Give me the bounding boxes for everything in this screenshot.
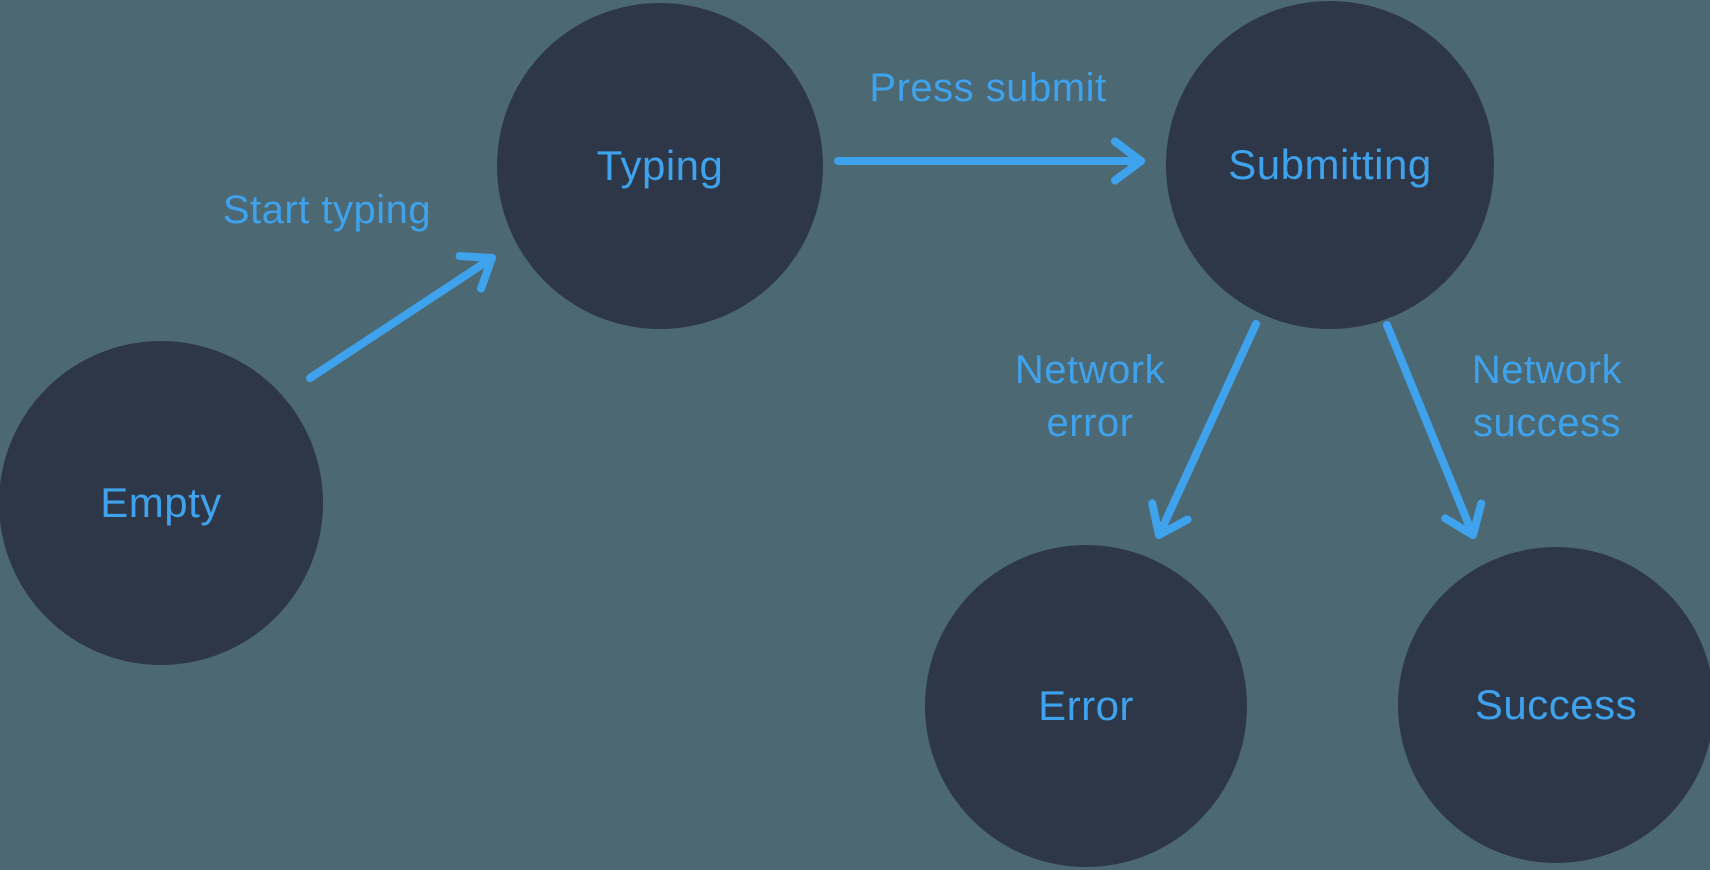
state-node-empty: Empty (0, 341, 323, 665)
state-node-submitting: Submitting (1166, 1, 1494, 329)
arrow-submitting-to-error (1148, 320, 1260, 540)
state-node-error: Error (925, 545, 1247, 867)
transition-label-network-success: Network success (1471, 348, 1623, 445)
transition-label-start-typing: Start typing (222, 188, 432, 232)
state-label-empty: Empty (100, 479, 222, 526)
state-node-success: Success (1398, 547, 1710, 863)
state-label-success: Success (1474, 681, 1638, 728)
arrow-empty-to-typing (306, 252, 497, 382)
state-node-typing: Typing (497, 3, 823, 329)
state-label-submitting: Submitting (1228, 141, 1432, 188)
transition-label-press-submit: Press submit (869, 66, 1107, 110)
state-label-error: Error (1038, 682, 1134, 729)
transition-label-network-error: Network error (1014, 348, 1166, 445)
arrow-submitting-to-success (1383, 321, 1486, 540)
state-label-typing: Typing (596, 142, 724, 189)
